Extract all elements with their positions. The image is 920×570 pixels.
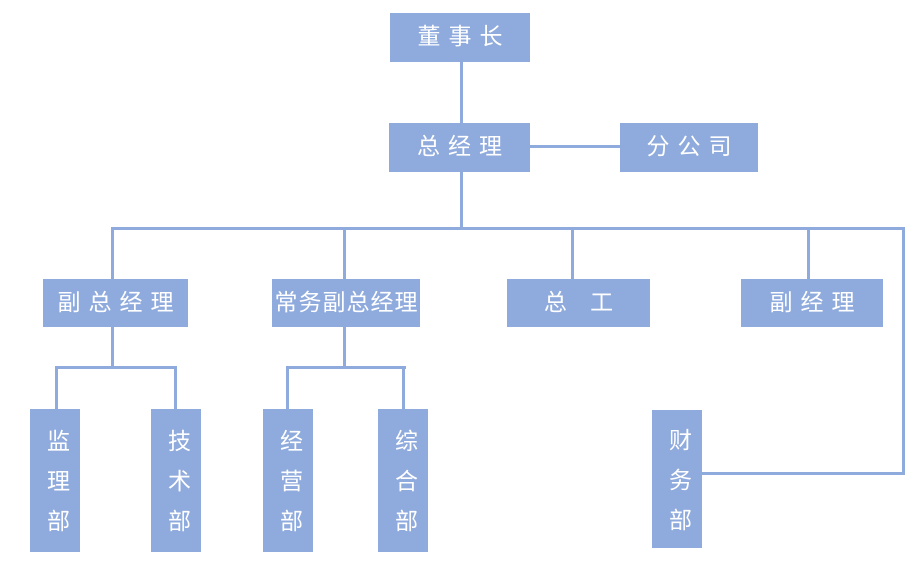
- node-chairman-label: 董事长: [417, 24, 511, 50]
- connector-drop-exec-deputy-gm: [343, 229, 346, 279]
- node-general-affairs-dept-label: 综合部: [390, 429, 417, 549]
- node-chief-engineer-label: 总 工: [543, 289, 622, 316]
- node-deputy-manager-label: 副经理: [769, 289, 863, 316]
- connector-chairman-to-gm: [460, 61, 463, 123]
- node-general-manager-label: 总经理: [417, 134, 510, 160]
- node-deputy-gm-label: 副总经理: [57, 289, 182, 316]
- connector-gm-down: [460, 172, 463, 227]
- connector-drop-technology: [174, 368, 177, 409]
- node-branch-company-label: 分公司: [646, 134, 740, 160]
- node-finance-dept[interactable]: 财务部: [652, 410, 702, 548]
- node-operations-dept-label: 经营部: [275, 429, 302, 549]
- node-supervision-dept-label: 监理部: [42, 429, 69, 549]
- node-executive-deputy-gm-label: 常务副总经理: [274, 289, 419, 316]
- node-chairman[interactable]: 董事长: [390, 13, 530, 62]
- connector-finance-horizontal: [702, 472, 905, 475]
- node-chief-engineer[interactable]: 总 工: [507, 279, 650, 327]
- connector-drop-general-affairs: [402, 368, 405, 409]
- connector-main-rail: [111, 227, 905, 230]
- node-branch-company[interactable]: 分公司: [620, 123, 758, 172]
- connector-right-down: [902, 227, 905, 475]
- connector-gm-to-branch: [530, 145, 620, 148]
- node-deputy-manager[interactable]: 副经理: [741, 279, 883, 327]
- node-supervision-dept[interactable]: 监理部: [30, 409, 80, 552]
- node-deputy-gm[interactable]: 副总经理: [43, 279, 188, 327]
- node-general-manager[interactable]: 总经理: [389, 123, 530, 172]
- connector-exec-rail: [286, 366, 406, 369]
- connector-drop-chief-engineer: [571, 229, 574, 279]
- node-executive-deputy-gm[interactable]: 常务副总经理: [272, 279, 420, 327]
- node-technology-dept-label: 技术部: [163, 429, 190, 549]
- node-finance-dept-label: 财务部: [664, 427, 691, 548]
- node-technology-dept[interactable]: 技术部: [151, 409, 201, 552]
- connector-drop-deputy-gm: [111, 229, 114, 279]
- node-general-affairs-dept[interactable]: 综合部: [378, 409, 428, 552]
- connector-deputy-gm-down: [111, 327, 114, 368]
- connector-drop-deputy-manager: [807, 229, 810, 279]
- connector-exec-down: [343, 327, 346, 368]
- node-operations-dept[interactable]: 经营部: [263, 409, 313, 552]
- connector-deputy-gm-rail: [55, 366, 177, 369]
- connector-drop-supervision: [55, 368, 58, 409]
- connector-drop-operations: [286, 368, 289, 409]
